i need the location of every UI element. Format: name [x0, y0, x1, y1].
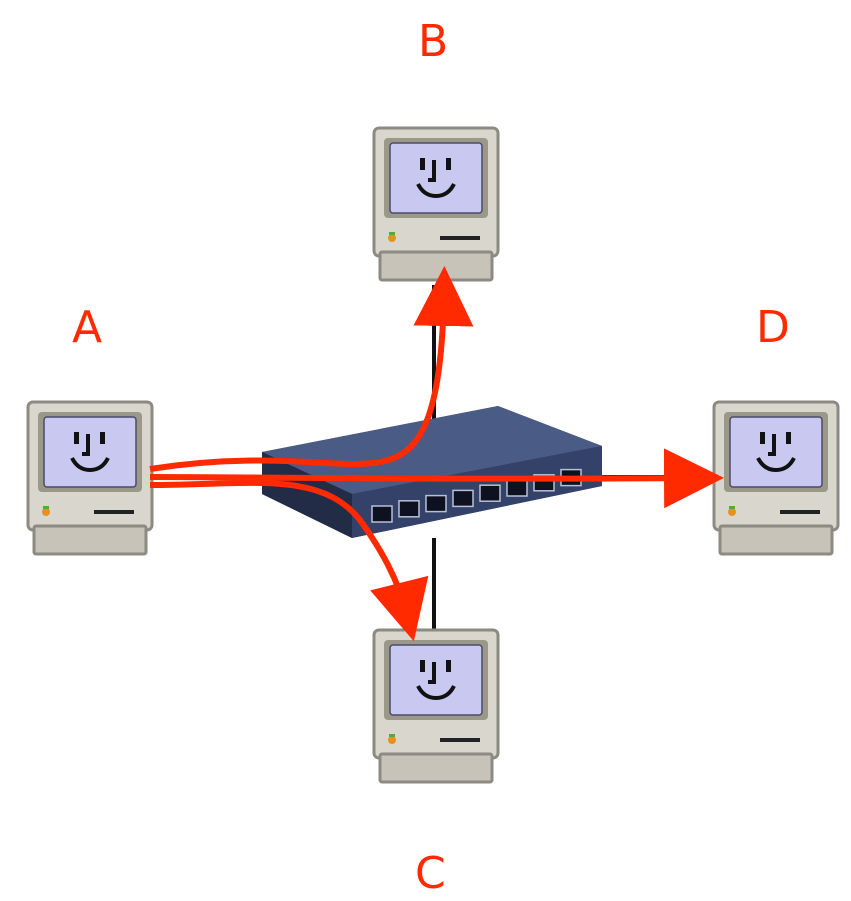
switch-port: [506, 479, 528, 497]
node-label-c: C: [415, 848, 446, 899]
computer-d-icon: [712, 400, 840, 556]
computer-b-icon: [372, 126, 500, 282]
ethernet-switch-icon: [262, 406, 602, 538]
switch-port: [479, 484, 501, 502]
node-label-a: A: [72, 302, 103, 353]
node-label-b: B: [418, 16, 449, 67]
flow-arrow-a-to-b: [149, 266, 474, 472]
flow-arrow-a-to-d: [149, 448, 724, 509]
switch-port: [452, 489, 474, 508]
switch-port: [371, 505, 393, 523]
packet-flows: [149, 266, 724, 642]
node-label-d: D: [756, 302, 790, 353]
switch-port: [398, 500, 420, 518]
computer-c-icon: [372, 628, 500, 784]
switch-port: [425, 494, 447, 513]
flow-arrow-a-to-c: [149, 479, 429, 642]
computer-a-icon: [26, 400, 154, 556]
